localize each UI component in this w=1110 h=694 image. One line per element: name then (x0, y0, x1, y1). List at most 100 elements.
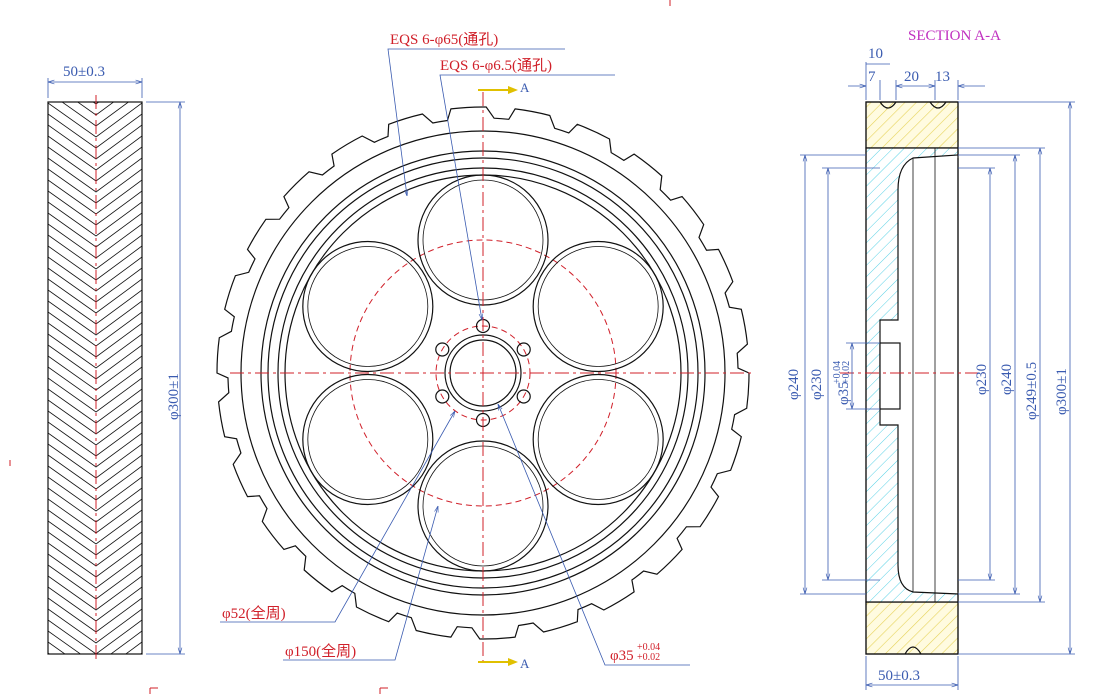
dim-10-label: 10 (868, 46, 883, 62)
tread-chevron (48, 586, 142, 622)
tread-chevron (48, 641, 142, 654)
tread-chevron (48, 652, 142, 654)
tread-chevron (48, 289, 142, 325)
tread-chevron (48, 487, 142, 523)
tread-chevron (48, 333, 142, 369)
tread-chevron (48, 410, 142, 446)
tread-chevron (48, 355, 142, 391)
tread-chevron (48, 432, 142, 468)
tread-chevron (48, 201, 142, 237)
width-bottom-label: 50±0.3 (878, 668, 920, 684)
tread-chevron (48, 575, 142, 611)
small-hole (516, 342, 531, 357)
large-holes (302, 174, 664, 572)
tread-chevron (48, 102, 142, 138)
side-view: 50±0.3 φ300±1 (47, 64, 185, 694)
large-hole (302, 240, 434, 373)
tread-chevron (48, 190, 142, 226)
tread-chevron (48, 619, 142, 654)
large-hole-inner (307, 246, 429, 367)
tread-chevron (48, 245, 142, 281)
large-hole (302, 373, 434, 506)
tread-chevron (48, 146, 142, 182)
front-view: A A EQS 6-φ65(通孔) EQS 6-φ6.5(通孔) φ52(全周)… (9, 0, 755, 694)
tread-chevron (76, 102, 115, 116)
dia-240-left-label: φ240 (786, 369, 802, 400)
leader-pcd-small (220, 411, 455, 623)
tread-chevron (48, 520, 142, 556)
diameter-left-label: φ300±1 (166, 373, 182, 420)
tread-chevron (48, 388, 142, 424)
tread-chevron (48, 223, 142, 259)
tread-chevron (48, 542, 142, 578)
bore-front-lower-tol: +0.02 (637, 652, 660, 663)
dia-300-right-label: φ300±1 (1054, 368, 1070, 415)
tread-chevron (48, 212, 142, 248)
dim-20-label: 20 (904, 69, 919, 85)
tread-chevron (48, 664, 142, 694)
tread-chevron (48, 322, 142, 358)
tread-chevron (48, 366, 142, 402)
section-view: SECTION A-A 10 7 20 13 (786, 28, 1075, 690)
dia-240-right-label: φ240 (999, 364, 1015, 395)
tread-section-bottom (865, 601, 959, 655)
tread-chevron (48, 179, 142, 215)
hub-web-section (865, 147, 959, 603)
bore-front-upper-tol: +0.04 (637, 642, 660, 653)
tread-chevron (48, 256, 142, 292)
large-hole (532, 373, 664, 506)
tread-chevron (48, 454, 142, 490)
pcd-large-label: φ150(全周) (285, 642, 356, 660)
tread-chevron (48, 124, 142, 160)
leader-bore-front (498, 404, 690, 666)
tread-chevron (48, 597, 142, 633)
width-left-label: 50±0.3 (63, 64, 105, 80)
tread-chevron (61, 102, 130, 127)
tread-chevron (48, 399, 142, 435)
large-hole-inner (307, 379, 429, 500)
bore-section-label: φ35 (836, 381, 852, 405)
leader-small-holes (439, 74, 615, 320)
tread-chevron (48, 234, 142, 270)
dia-230-left-label: φ230 (809, 369, 825, 400)
tread-chevron (48, 443, 142, 479)
dia-230-right-label: φ230 (974, 364, 990, 395)
tread-chevron (48, 630, 142, 654)
dim-7-label: 7 (868, 69, 876, 85)
large-hole (532, 240, 664, 373)
small-hole (435, 389, 450, 404)
tread-chevron (48, 311, 142, 347)
tread-chevron-pattern (48, 102, 142, 694)
tread-chevron (48, 168, 142, 204)
bore-section-upper-tol: +0.04 (832, 361, 843, 384)
tread-chevron (48, 135, 142, 171)
tread-chevron (48, 608, 142, 644)
section-arrow-top (508, 86, 518, 94)
tread-chevron (48, 113, 142, 149)
tread-chevron (48, 344, 142, 380)
section-marker-top: A (520, 80, 530, 95)
bore-front-label: φ35 (610, 648, 634, 664)
tread-outline (216, 106, 750, 640)
large-hole-inner (537, 379, 659, 500)
bore-section-lower-tol: +0.02 (841, 361, 852, 384)
leader-large-holes (387, 48, 565, 196)
section-marker-bottom: A (520, 656, 530, 671)
tread-chevron (48, 476, 142, 512)
holes-small-label: EQS 6-φ6.5(通孔) (440, 57, 552, 74)
tread-chevron (48, 377, 142, 413)
bore-section (879, 342, 901, 410)
tread-chevron (48, 465, 142, 501)
tread-chevron (48, 267, 142, 303)
tread-chevron (48, 509, 142, 545)
dim-13-label: 13 (935, 69, 950, 85)
tread-chevron (48, 278, 142, 314)
tread-chevron (48, 553, 142, 589)
small-hole (516, 389, 531, 404)
tread-chevron (48, 531, 142, 567)
tread-chevron (48, 421, 142, 457)
dia-249-label: φ249±0.5 (1024, 362, 1040, 420)
large-hole-inner (537, 246, 659, 367)
section-title: SECTION A-A (908, 28, 1001, 44)
